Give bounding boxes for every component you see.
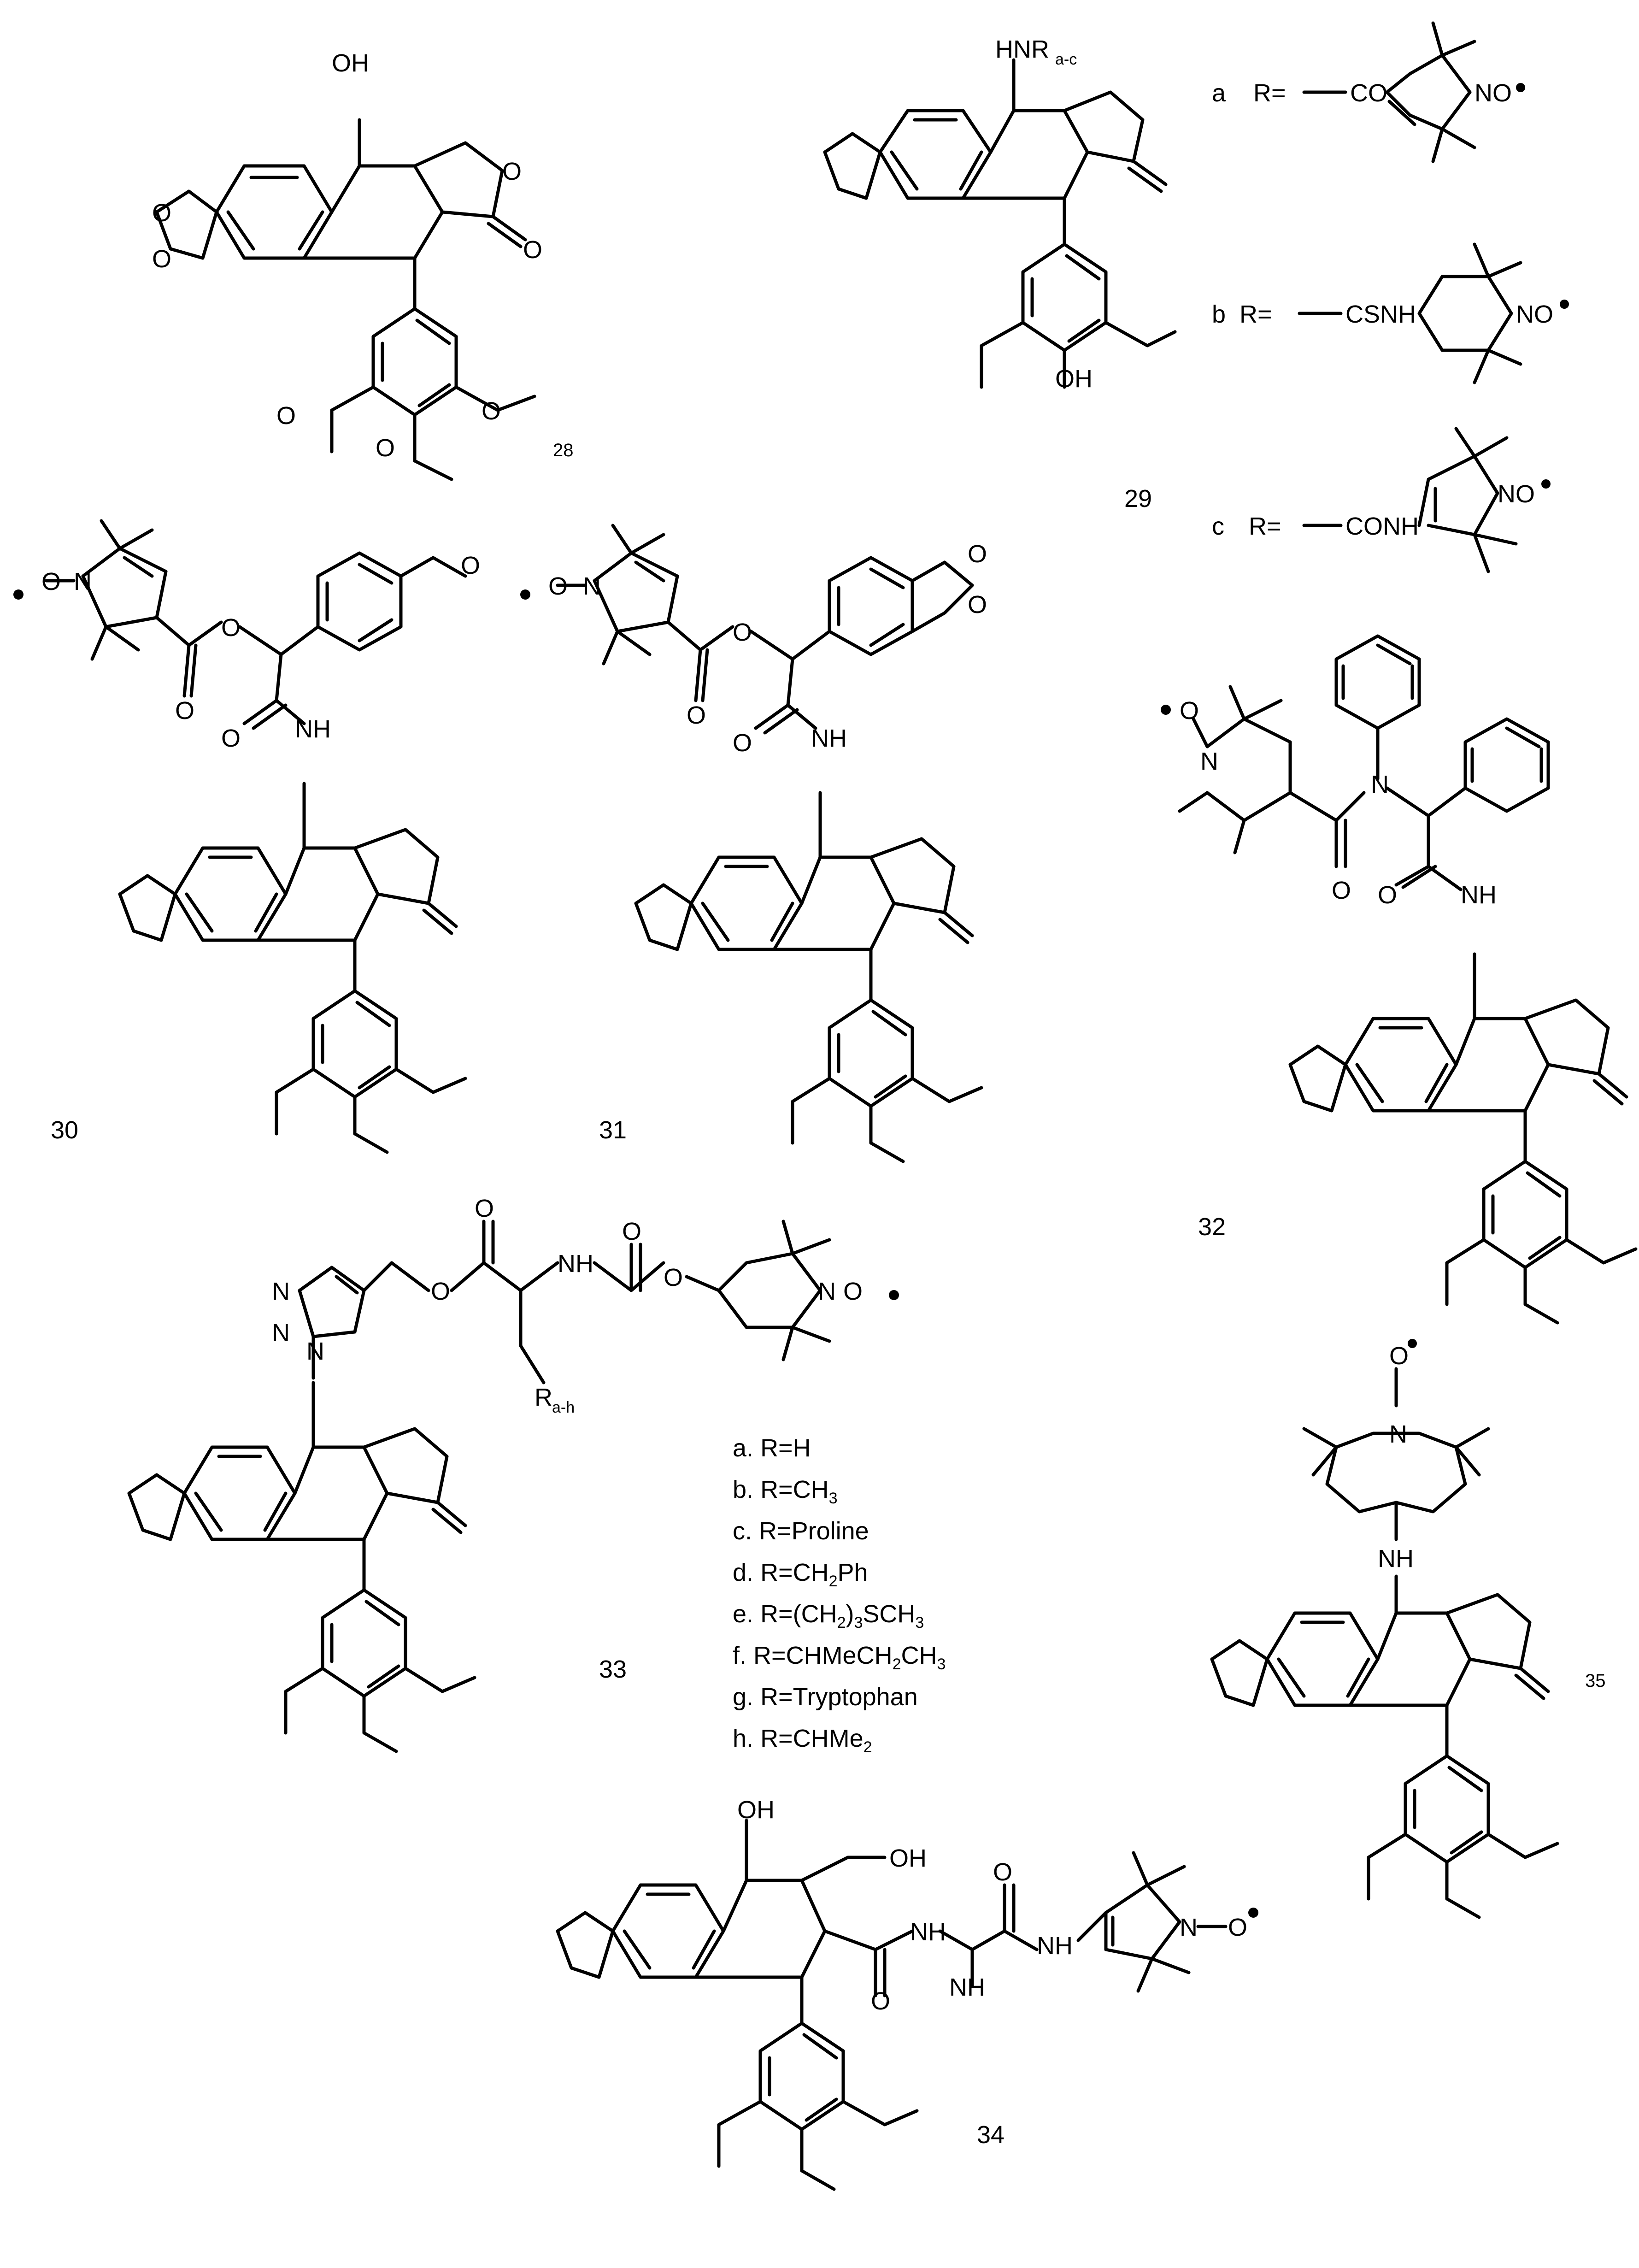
oxygen-label: O bbox=[843, 1278, 863, 1305]
urea-nh-label: NH bbox=[1037, 1932, 1073, 1960]
oxygen-label: O bbox=[523, 236, 542, 264]
svg-text:NO: NO bbox=[1516, 300, 1553, 328]
nitrogen-label: N bbox=[1180, 1914, 1198, 1941]
oxygen-label: O bbox=[968, 540, 987, 568]
svg-text:CO: CO bbox=[1350, 79, 1387, 107]
nitrogen-label: N bbox=[583, 572, 601, 600]
oxygen-label: O bbox=[968, 591, 987, 619]
svg-text:R=: R= bbox=[1249, 513, 1281, 540]
oxygen-label: O bbox=[475, 1195, 494, 1222]
svg-text:CONH: CONH bbox=[1345, 513, 1419, 540]
carbamate-nh-label: NH bbox=[558, 1250, 593, 1278]
nitrogen-label: N bbox=[272, 1319, 290, 1347]
compound-30: O N O O O O NH 30 bbox=[13, 519, 480, 1154]
compound-number: 32 bbox=[1198, 1213, 1226, 1241]
oxygen-label: O bbox=[431, 1278, 450, 1305]
svg-text:NO: NO bbox=[1475, 79, 1512, 107]
compound-number: 35 bbox=[1585, 1671, 1606, 1691]
oxygen-label: O bbox=[993, 1858, 1012, 1886]
r-definition-c: c R= CONH NO bbox=[1212, 427, 1551, 573]
r-list: a. R=H b. R=CH3 c. R=Proline d. R=CH2Ph … bbox=[733, 1434, 946, 1756]
oxygen-label: O bbox=[276, 402, 296, 430]
oxygen-label: O bbox=[376, 434, 395, 462]
nitrogen-label: N bbox=[1371, 771, 1389, 798]
svg-text:a. R=H: a. R=H bbox=[733, 1434, 811, 1462]
oxygen-label: O bbox=[221, 725, 241, 752]
hydroxyl-label: OH bbox=[737, 1796, 775, 1824]
r-group-subscript: a-h bbox=[552, 1399, 575, 1416]
svg-text:c. R=Proline: c. R=Proline bbox=[733, 1517, 869, 1545]
oxygen-label: O bbox=[482, 397, 501, 425]
compound-number: 29 bbox=[1124, 485, 1152, 513]
oxygen-label: O bbox=[41, 568, 61, 595]
compound-number: 34 bbox=[977, 2121, 1005, 2149]
svg-text:a: a bbox=[1212, 79, 1226, 107]
nitrogen-label: N bbox=[1389, 1420, 1407, 1448]
oxygen-label: O bbox=[152, 199, 171, 227]
svg-text:CSNH: CSNH bbox=[1345, 300, 1416, 328]
svg-text:c: c bbox=[1212, 513, 1224, 540]
amine-subscript: a-c bbox=[1055, 51, 1077, 68]
compound-number: 31 bbox=[599, 1116, 627, 1144]
hydroxyl-label: OH bbox=[332, 49, 369, 77]
svg-text:f. R=CHMeCH2CH3: f. R=CHMeCH2CH3 bbox=[733, 1642, 946, 1673]
amide-nh-label: NH bbox=[1461, 881, 1497, 909]
r-definition-a: a R= CO NO bbox=[1212, 21, 1525, 163]
compound-35: O N NH 35 bbox=[1210, 1339, 1606, 1919]
compound-34: OH OH O NH NH O NH N O 34 bbox=[556, 1796, 1258, 2191]
compound-31: O N O O O O O NH 31 bbox=[520, 524, 987, 1163]
oxygen-label: O bbox=[221, 614, 241, 642]
svg-text:b. R=CH3: b. R=CH3 bbox=[733, 1476, 838, 1507]
svg-text:g. R=Tryptophan: g. R=Tryptophan bbox=[733, 1683, 918, 1711]
oxygen-label: O bbox=[1332, 877, 1351, 904]
nitrogen-label: N bbox=[74, 568, 92, 595]
nitrogen-label: N bbox=[818, 1278, 836, 1305]
svg-text:R=: R= bbox=[1253, 79, 1286, 107]
hydroxyl-label: OH bbox=[1055, 365, 1093, 393]
oxygen-label: O bbox=[871, 1987, 890, 2015]
amine-nh-label: NH bbox=[1378, 1545, 1414, 1573]
svg-text:b: b bbox=[1212, 300, 1226, 328]
oxygen-label: O bbox=[502, 158, 522, 185]
hydroxyl-label: OH bbox=[889, 1844, 927, 1872]
oxygen-label: O bbox=[1378, 881, 1397, 909]
oxygen-label: O bbox=[687, 701, 706, 729]
oxygen-label: O bbox=[152, 245, 171, 273]
nitrogen-label: N bbox=[1200, 748, 1218, 775]
svg-text:NO: NO bbox=[1498, 480, 1535, 508]
compound-32: O N N O O NH 32 bbox=[1161, 634, 1638, 1325]
oxygen-label: O bbox=[1228, 1914, 1247, 1941]
oxygen-label: O bbox=[733, 729, 752, 757]
compound-number: 30 bbox=[51, 1116, 78, 1144]
compound-number: 28 bbox=[553, 440, 574, 460]
oxygen-label: O bbox=[622, 1218, 641, 1245]
amide-nh-label: NH bbox=[295, 715, 331, 743]
svg-text:e. R=(CH2)3SCH3: e. R=(CH2)3SCH3 bbox=[733, 1600, 924, 1632]
oxygen-label: O bbox=[733, 619, 752, 646]
amide-nh-label: NH bbox=[811, 725, 847, 752]
svg-text:h. R=CHMe2: h. R=CHMe2 bbox=[733, 1725, 872, 1756]
oxygen-label: O bbox=[175, 697, 194, 725]
oxygen-label: O bbox=[1389, 1342, 1409, 1370]
svg-text:d. R=CH2Ph: d. R=CH2Ph bbox=[733, 1559, 868, 1590]
hydrazide-nh-label: NH bbox=[949, 1973, 985, 2001]
compound-28: OH O O O O O O O 28 bbox=[152, 49, 574, 481]
amine-label: HNR bbox=[995, 35, 1049, 63]
compound-number: 33 bbox=[599, 1655, 627, 1683]
oxygen-label: O bbox=[664, 1264, 683, 1291]
oxygen-label: O bbox=[1180, 697, 1199, 725]
r-definition-b: b R= CSNH NO bbox=[1212, 242, 1569, 384]
oxygen-label: O bbox=[548, 572, 568, 600]
svg-text:R=: R= bbox=[1240, 300, 1272, 328]
oxygen-label: O bbox=[461, 552, 480, 579]
compound-29: HNR a-c OH a R= CO NO b R= CSNH NO c R= bbox=[823, 21, 1569, 573]
nitrogen-label: N bbox=[306, 1337, 324, 1365]
nitrogen-label: N bbox=[272, 1278, 290, 1305]
r-group-label: R bbox=[535, 1384, 552, 1411]
hydrazide-nh-label: NH bbox=[910, 1918, 946, 1946]
compound-33: N N N O O NH O O N O R a-h a. R=H b. R=C… bbox=[127, 1195, 946, 1756]
